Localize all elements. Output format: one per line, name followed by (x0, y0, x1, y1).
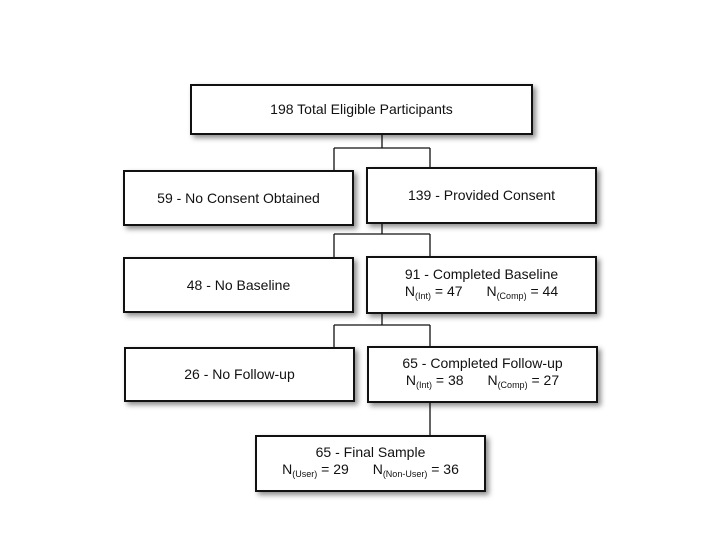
final-sample-label: 65 - Final Sample (315, 444, 426, 460)
consent-label: 139 - Provided Consent (407, 187, 556, 203)
baseline-comp-stat: N(Comp) = 44 (486, 282, 559, 301)
followup-label: 65 - Completed Follow-up (402, 355, 563, 371)
followup-box: 65 - Completed Follow-up N(Int) = 38 N(C… (367, 346, 598, 403)
no-followup-label: 26 - No Follow-up (184, 366, 295, 382)
consent-box: 139 - Provided Consent (366, 167, 597, 224)
baseline-box: 91 - Completed Baseline N(Int) = 47 N(Co… (366, 256, 597, 314)
no-baseline-box: 48 - No Baseline (123, 257, 354, 313)
no-consent-box: 59 - No Consent Obtained (123, 170, 354, 226)
total-eligible-label: 198 Total Eligible Participants (270, 101, 453, 117)
followup-int-stat: N(Int) = 38 (405, 372, 464, 390)
no-followup-box: 26 - No Follow-up (124, 347, 355, 402)
followup-stats: N(Int) = 38 N(Comp) = 27 (396, 372, 569, 394)
baseline-stats: N(Int) = 47 N(Comp) = 44 (395, 283, 568, 305)
followup-comp-stat: N(Comp) = 27 (487, 372, 560, 390)
final-nonuser-stat: N(Non-User) = 36 (372, 461, 459, 479)
final-sample-stats: N(User) = 29 N(Non-User) = 36 (272, 461, 469, 483)
no-baseline-label: 48 - No Baseline (186, 276, 291, 293)
no-consent-label: 59 - No Consent Obtained (157, 189, 320, 206)
final-sample-box: 65 - Final Sample N(User) = 29 N(Non-Use… (255, 435, 486, 492)
baseline-int-stat: N(Int) = 47 (404, 282, 463, 301)
final-user-stat: N(User) = 29 (282, 461, 349, 479)
total-eligible-box: 198 Total Eligible Participants (190, 84, 533, 135)
baseline-label: 91 - Completed Baseline (404, 265, 559, 282)
